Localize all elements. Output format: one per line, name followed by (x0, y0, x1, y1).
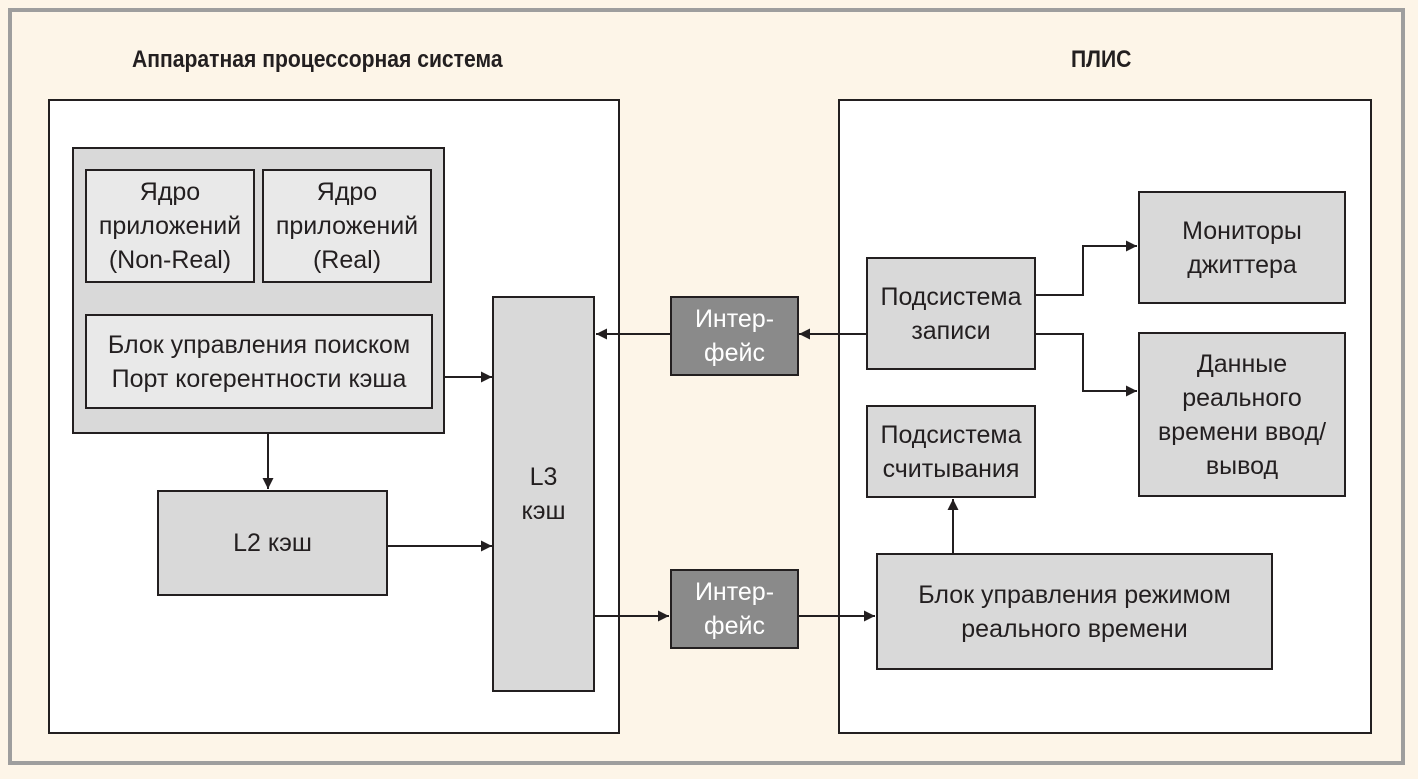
realtime-io-block: Данные реального времени ввод/ вывод (1138, 332, 1346, 497)
realtime-control-block: Блок управления режимом реального времен… (876, 553, 1273, 670)
arrow-write-to-jitter (1036, 240, 1137, 296)
interface-bottom-label: Интер- фейс (694, 578, 775, 640)
core-nonreal-block: Ядро приложений (Non-Real) (85, 169, 255, 283)
jitter-monitors-label: Мониторы джиттера (1182, 216, 1302, 279)
l2-cache-block: L2 кэш (157, 490, 388, 596)
core-real-label: Ядро приложений (Real) (275, 178, 419, 274)
interface-top-label: Интер- фейс (694, 305, 775, 367)
interface-top-block: Интер- фейс (670, 296, 799, 376)
heading-processor-system: Аппаратная процессорная система (132, 46, 503, 73)
read-subsystem-block: Подсистема считывания (866, 405, 1036, 498)
jitter-monitors-block: Мониторы джиттера (1138, 191, 1346, 304)
l2-cache-label: L2 кэш (233, 529, 312, 557)
write-subsystem-label: Подсистема записи (880, 282, 1022, 345)
interface-bottom-block: Интер- фейс (670, 569, 799, 649)
l3-cache-block: L3 кэш (492, 296, 595, 692)
l3-cache-label: L3 кэш (521, 463, 566, 525)
write-subsystem-block: Подсистема записи (866, 257, 1036, 370)
core-nonreal-label: Ядро приложений (Non-Real) (98, 178, 242, 274)
snoop-control-block: Блок управления поиском Порт когерентнос… (85, 314, 433, 409)
realtime-control-label: Блок управления режимом реального времен… (918, 580, 1231, 643)
read-subsystem-label: Подсистема считывания (880, 420, 1022, 483)
heading-fpga: ПЛИС (1071, 46, 1132, 73)
realtime-io-label: Данные реального времени ввод/ вывод (1157, 349, 1327, 480)
core-real-block: Ядро приложений (Real) (262, 169, 432, 283)
snoop-control-label: Блок управления поиском Порт когерентнос… (107, 330, 411, 393)
arrow-write-to-io (1036, 333, 1137, 397)
